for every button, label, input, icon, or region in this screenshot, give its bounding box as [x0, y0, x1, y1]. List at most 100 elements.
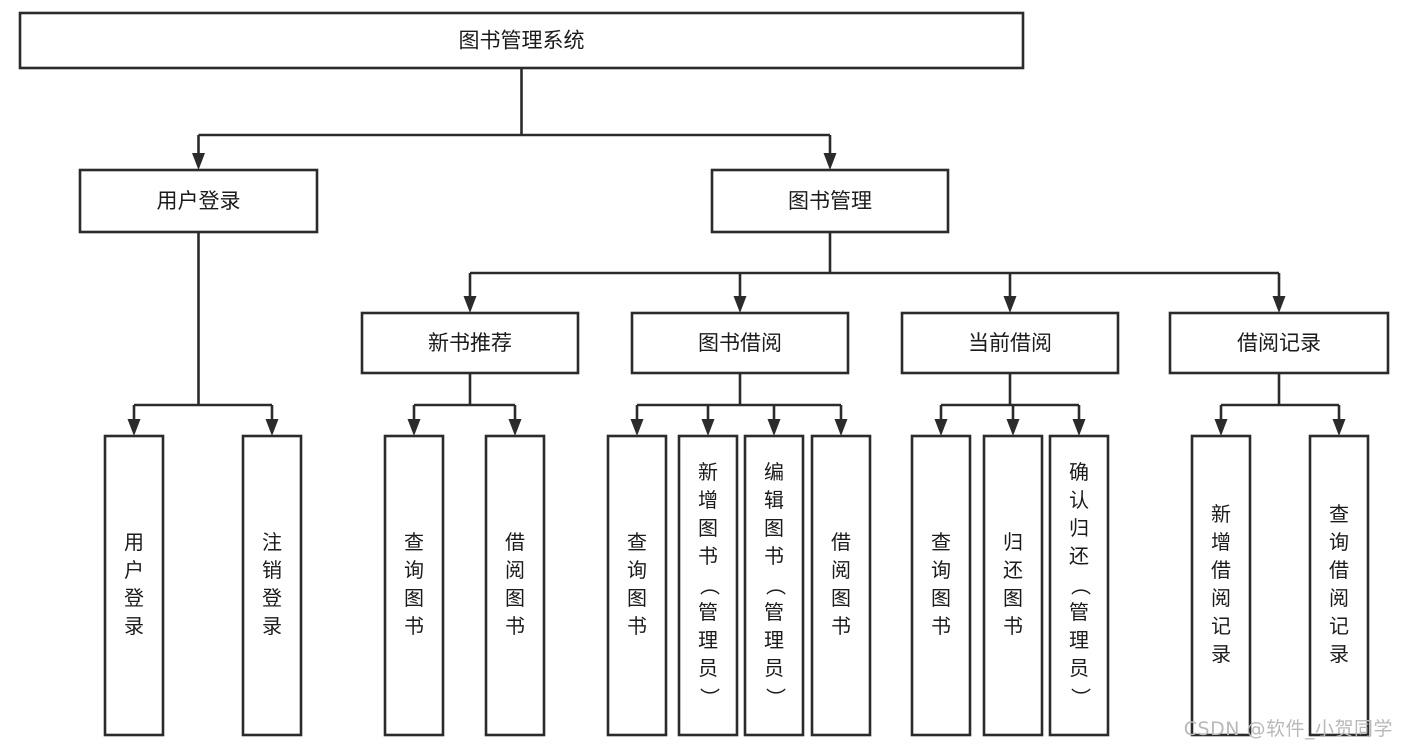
svg-text:销: 销: [262, 558, 282, 582]
svg-text:录: 录: [124, 614, 144, 638]
arrow-head-icon: [1214, 419, 1228, 436]
arrow-head-icon: [1003, 296, 1017, 313]
svg-text:）: ）: [698, 688, 722, 708]
svg-text:询: 询: [931, 558, 951, 582]
node-box: [710, 168, 950, 234]
svg-text:认: 认: [1069, 488, 1089, 512]
node-borrow-records[interactable]: 借阅记录: [1168, 311, 1390, 375]
svg-text:录: 录: [1329, 642, 1349, 666]
node-label: 用户登录: [124, 530, 144, 638]
node-current-borrow[interactable]: 当前借阅: [900, 311, 1120, 375]
svg-text:图: 图: [1003, 586, 1023, 610]
svg-text:增: 增: [698, 488, 718, 512]
connector-layer: [127, 68, 1346, 436]
arrow-head-icon: [1332, 419, 1346, 436]
node-label: 用户登录: [157, 189, 241, 213]
node-box: [810, 434, 872, 737]
svg-text:借: 借: [1211, 558, 1231, 582]
svg-text:理: 理: [1069, 628, 1089, 652]
svg-text:员: 员: [764, 656, 784, 680]
svg-text:图: 图: [505, 586, 525, 610]
node-book-management[interactable]: 图书管理: [710, 168, 950, 234]
svg-text:录: 录: [262, 614, 282, 638]
node-label: 当前借阅: [968, 331, 1052, 355]
svg-text:图: 图: [764, 516, 784, 540]
svg-text:记: 记: [1329, 614, 1349, 638]
svg-text:书: 书: [404, 614, 424, 638]
svg-text:员: 员: [698, 656, 718, 680]
node-box: [743, 434, 805, 737]
svg-text:查: 查: [404, 530, 424, 554]
node-box: [383, 434, 445, 737]
svg-text:借: 借: [505, 530, 525, 554]
svg-text:（: （: [764, 576, 788, 596]
svg-text:图: 图: [931, 586, 951, 610]
node-root[interactable]: 图书管理系统: [18, 11, 1025, 70]
node-user-login[interactable]: 用户登录: [78, 168, 319, 234]
svg-text:书: 书: [505, 614, 525, 638]
arrow-head-icon: [701, 419, 715, 436]
svg-text:书: 书: [1003, 614, 1023, 638]
node-layer: 图书管理系统用户登录图书管理新书推荐图书借阅当前借阅借阅记录用户登录注销登录查询…: [18, 11, 1390, 737]
watermark-label: CSDN @软件_小贺同学: [1183, 718, 1393, 740]
svg-text:图: 图: [627, 586, 647, 610]
svg-text:阅: 阅: [1211, 586, 1231, 610]
svg-text:询: 询: [1329, 530, 1349, 554]
svg-text:借: 借: [1329, 558, 1349, 582]
svg-text:书: 书: [698, 544, 718, 568]
svg-text:（: （: [698, 576, 722, 596]
svg-text:）: ）: [764, 688, 788, 708]
svg-text:员: 员: [1069, 656, 1089, 680]
node-label: 图书管理系统: [459, 29, 585, 53]
svg-text:查: 查: [1329, 502, 1349, 526]
node-label: 借阅记录: [1237, 331, 1321, 355]
svg-text:书: 书: [627, 614, 647, 638]
svg-text:查: 查: [627, 530, 647, 554]
svg-text:理: 理: [698, 628, 718, 652]
node-box: [677, 434, 739, 737]
arrow-head-icon: [823, 153, 837, 170]
arrow-head-icon: [508, 419, 522, 436]
svg-text:记: 记: [1211, 614, 1231, 638]
svg-text:借: 借: [831, 530, 851, 554]
node-box: [103, 434, 165, 737]
node-box: [1308, 434, 1370, 737]
node-label: 新书推荐: [428, 331, 512, 355]
svg-text:登: 登: [124, 586, 144, 610]
svg-text:归: 归: [1003, 530, 1023, 554]
node-new-book-recommend[interactable]: 新书推荐: [360, 311, 580, 375]
svg-text:询: 询: [627, 558, 647, 582]
arrow-head-icon: [733, 296, 747, 313]
svg-text:书: 书: [764, 544, 784, 568]
connector-group-root: [192, 68, 837, 170]
node-book-borrow[interactable]: 图书借阅: [630, 311, 850, 375]
svg-text:（: （: [1069, 576, 1093, 596]
svg-text:户: 户: [124, 558, 144, 582]
svg-text:阅: 阅: [505, 558, 525, 582]
node-leaf-user-login[interactable]: 用户登录: [103, 434, 165, 737]
node-box: [982, 434, 1044, 737]
svg-text:管: 管: [764, 600, 784, 624]
svg-text:新: 新: [1211, 502, 1231, 526]
connector-group-book-management: [463, 232, 1286, 313]
